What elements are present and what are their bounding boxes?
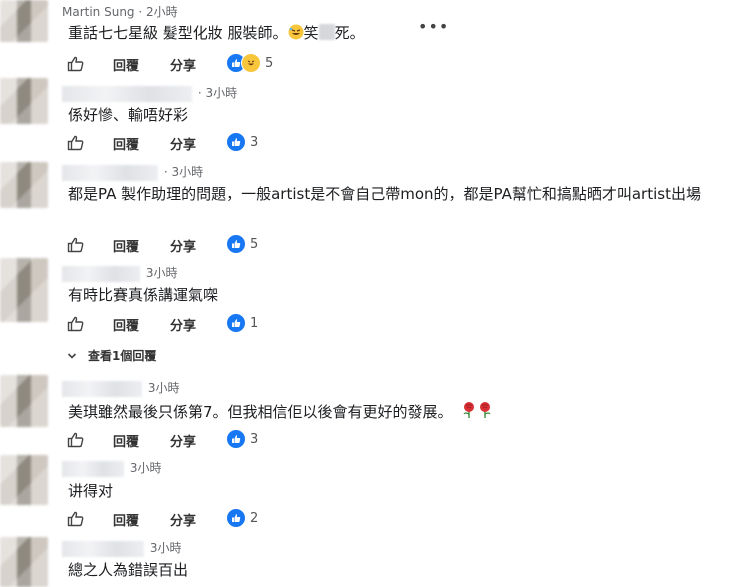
like-reaction-icon xyxy=(226,508,246,528)
redacted-author-name[interactable] xyxy=(62,265,140,282)
comment-actions: 回覆 分享 3 xyxy=(66,429,366,451)
like-reaction-icon xyxy=(226,132,246,152)
chevron-down-icon xyxy=(67,352,77,359)
thumbs-up-outline-icon[interactable] xyxy=(66,430,86,450)
redacted-region xyxy=(318,24,335,40)
reaction-summary[interactable]: 3 xyxy=(226,132,258,152)
comment-author: 3小時 xyxy=(62,380,179,397)
share-button[interactable]: 分享 xyxy=(170,138,197,153)
comment-text-part: 笑 xyxy=(303,24,319,42)
comment-actions: 回覆 分享 2 xyxy=(66,508,366,530)
comment-text: 讲得对 xyxy=(68,482,114,500)
avatar[interactable] xyxy=(0,375,48,427)
thumbs-up-outline-icon[interactable] xyxy=(66,314,86,334)
comment-time[interactable]: 3小時 xyxy=(145,266,178,280)
share-button[interactable]: 分享 xyxy=(170,59,197,74)
redacted-author-name[interactable] xyxy=(62,540,144,557)
reply-button[interactable]: 回覆 xyxy=(113,435,140,450)
comment-author: · 3小時 xyxy=(62,164,203,181)
like-reaction-icon xyxy=(226,313,246,333)
avatar[interactable] xyxy=(0,537,48,587)
redacted-author-name[interactable] xyxy=(62,460,124,477)
comment-actions: 回覆 分享 1 xyxy=(66,313,366,335)
author-name[interactable]: Martin Sung xyxy=(62,5,135,19)
comment-author: 3小時 xyxy=(62,460,161,477)
comment-text: 美琪雖然最後只係第7。但我相信佢以後會有更好的發展。 xyxy=(68,401,738,425)
comment-time[interactable]: · 3小時 xyxy=(197,86,238,100)
avatar[interactable] xyxy=(0,258,48,322)
avatar[interactable] xyxy=(0,162,48,208)
view-replies-label: 查看1個回覆 xyxy=(88,349,157,363)
reply-button[interactable]: 回覆 xyxy=(113,138,140,153)
reaction-count: 5 xyxy=(250,236,259,252)
comment-text-part: 美琪雖然最後只係第7。但我相信佢以後會有更好的發展。 xyxy=(68,403,453,421)
comment-author: Martin Sung · 2小時 xyxy=(62,4,178,21)
avatar[interactable] xyxy=(0,78,48,124)
reply-button[interactable]: 回覆 xyxy=(113,240,140,255)
avatar[interactable] xyxy=(0,0,48,42)
rose-icon xyxy=(461,401,477,425)
reaction-summary[interactable]: 2 xyxy=(226,508,258,528)
comment-time[interactable]: 3小時 xyxy=(147,381,180,395)
comment-author: · 3小時 xyxy=(62,85,237,102)
thumbs-up-outline-icon[interactable] xyxy=(66,235,86,255)
redacted-author-name[interactable] xyxy=(62,380,142,397)
reaction-count: 5 xyxy=(265,55,274,71)
comment-actions: 回覆 分享 5 xyxy=(66,53,366,75)
thumbs-up-outline-icon[interactable] xyxy=(66,133,86,153)
share-button[interactable]: 分享 xyxy=(170,435,197,450)
comment-time[interactable]: 3小時 xyxy=(149,541,182,555)
comment-text: 係好慘、輸唔好彩 xyxy=(68,106,189,124)
view-replies-button[interactable]: 查看1個回覆 xyxy=(66,347,156,364)
comment-text: 總之人為錯誤百出 xyxy=(68,561,189,579)
reaction-summary[interactable]: 5 xyxy=(226,234,258,254)
comment-text: 重話七七星級 髮型化妝 服裝師。 笑死。 xyxy=(68,23,738,46)
comment-text: 都是PA 製作助理的問題，一般artist是不會自己帶mon的，都是PA幫忙和搞… xyxy=(68,185,701,203)
avatar[interactable] xyxy=(0,455,48,505)
comment-actions: 回覆 分享 3 xyxy=(66,132,366,154)
more-options-button[interactable]: ••• xyxy=(418,17,450,36)
like-reaction-icon xyxy=(226,234,246,254)
reply-button[interactable]: 回覆 xyxy=(113,319,140,334)
reaction-count: 2 xyxy=(250,510,259,526)
share-button[interactable]: 分享 xyxy=(170,319,197,334)
reply-button[interactable]: 回覆 xyxy=(113,59,140,74)
reply-button[interactable]: 回覆 xyxy=(113,514,140,529)
haha-reaction-icon xyxy=(241,53,261,73)
reaction-summary[interactable]: 5 xyxy=(226,53,273,73)
rose-icon xyxy=(477,401,493,425)
comment-text: 有時比賽真係講運氣㗎 xyxy=(68,286,219,304)
comment-author: 3小時 xyxy=(62,540,181,557)
share-button[interactable]: 分享 xyxy=(170,514,197,529)
reaction-count: 1 xyxy=(250,315,259,331)
comment-text-part: 死。 xyxy=(334,24,365,42)
thumbs-up-outline-icon[interactable] xyxy=(66,54,86,74)
comment-text-part: 重話七七星級 髮型化妝 服裝師。 xyxy=(68,24,288,42)
reaction-summary[interactable]: 1 xyxy=(226,313,258,333)
reaction-count: 3 xyxy=(250,431,259,447)
redacted-author-name[interactable] xyxy=(62,85,192,102)
comment-time[interactable]: · 3小時 xyxy=(163,165,204,179)
comment-author: 3小時 xyxy=(62,265,177,282)
redacted-author-name[interactable] xyxy=(62,164,158,181)
rofl-emoji-icon xyxy=(288,24,304,46)
share-button[interactable]: 分享 xyxy=(170,240,197,255)
reaction-count: 3 xyxy=(250,134,259,150)
comment-actions: 回覆 分享 5 xyxy=(66,234,366,256)
reaction-summary[interactable]: 3 xyxy=(226,429,258,449)
comment-time[interactable]: · 2小時 xyxy=(138,5,178,19)
like-reaction-icon xyxy=(226,429,246,449)
thumbs-up-outline-icon[interactable] xyxy=(66,509,86,529)
comment-time[interactable]: 3小時 xyxy=(129,461,162,475)
